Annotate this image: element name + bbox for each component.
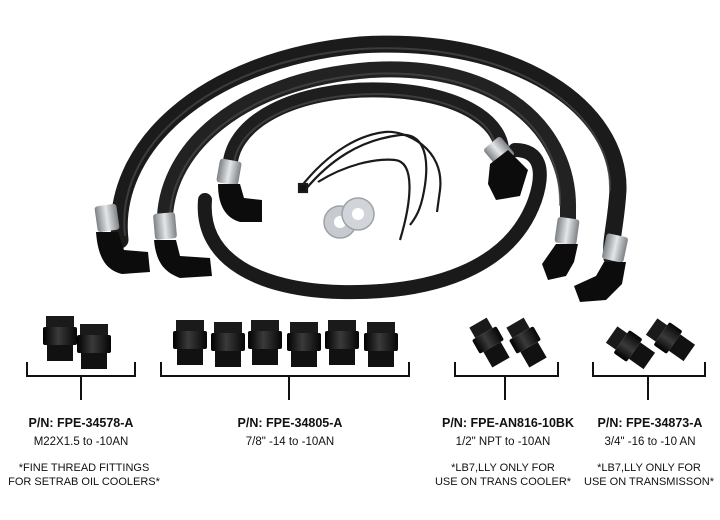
fitting-an816-1 — [469, 317, 510, 368]
fitting-34805-1 — [173, 320, 207, 365]
hose-end-fitting — [154, 240, 212, 278]
part-number-group-3: P/N: FPE-AN816-10BK — [442, 416, 574, 430]
note-group-4-line-2: USE ON TRANSMISSON* — [584, 476, 714, 488]
spec-group-3: 1/2" NPT to -10AN — [455, 436, 551, 448]
fitting-34805-4 — [287, 322, 321, 367]
bracket-group-1 — [26, 362, 136, 400]
fitting-34578-2 — [77, 324, 111, 369]
fitting-34578-1 — [43, 316, 77, 361]
hose-assembly — [110, 35, 627, 300]
fitting-34805-3 — [248, 320, 282, 365]
zip-tie-head — [297, 182, 309, 194]
crimp-collar — [216, 158, 242, 186]
note-group-3-line-2: USE ON TRANS COOLER* — [434, 476, 572, 488]
part-number-group-2: P/N: FPE-34805-A — [237, 416, 343, 430]
hose-end-fitting — [574, 262, 626, 302]
note-group-3-line-1: *LB7,LLY ONLY FOR — [451, 462, 555, 474]
fitting-34805-6 — [364, 322, 398, 367]
note-group-1-line-2: FOR SETRAB OIL COOLERS* — [8, 476, 160, 488]
spec-group-2: 7/8" -14 to -10AN — [245, 436, 335, 448]
note-group-1-line-1: *FINE THREAD FITTINGS — [18, 462, 150, 474]
hose-inner — [222, 82, 509, 183]
hose-outer — [110, 35, 627, 267]
hose-end-fitting — [218, 184, 262, 222]
hose-end-fitting — [96, 232, 150, 274]
zip-tie — [304, 133, 428, 226]
fitting-34873-1 — [605, 326, 656, 370]
zip-tie — [299, 130, 442, 213]
fitting-an816-2 — [506, 317, 547, 368]
part-number-group-4: P/N: FPE-34873-A — [597, 416, 703, 430]
fitting-34805-2 — [211, 322, 245, 367]
spec-group-1: M22X1.5 to -10AN — [33, 436, 129, 448]
fitting-34805-5 — [325, 320, 359, 365]
crimp-collar — [94, 203, 120, 233]
bracket-group-4 — [592, 362, 706, 400]
fitting-34873-2 — [645, 318, 696, 362]
crimp-collar — [602, 233, 628, 263]
bracket-group-2 — [160, 362, 410, 400]
note-group-4-line-1: *LB7,LLY ONLY FOR — [597, 462, 701, 474]
part-number-group-1: P/N: FPE-34578-A — [28, 416, 134, 430]
crush-washers — [323, 197, 375, 239]
bracket-group-3 — [454, 362, 559, 400]
hose-second — [156, 61, 577, 238]
hose-end-fittings — [96, 150, 626, 302]
crimp-collar — [554, 216, 580, 246]
hose-end-fitting — [542, 244, 578, 280]
zip-tie — [317, 158, 411, 241]
zip-ties — [297, 130, 442, 241]
hose-lower — [197, 143, 547, 300]
crimp-collar — [153, 212, 177, 240]
adapter-fittings — [43, 316, 696, 370]
spec-group-4: 3/4" -16 to -10 AN — [604, 436, 696, 448]
hose-end-fitting — [488, 150, 528, 200]
group-brackets — [26, 362, 706, 400]
